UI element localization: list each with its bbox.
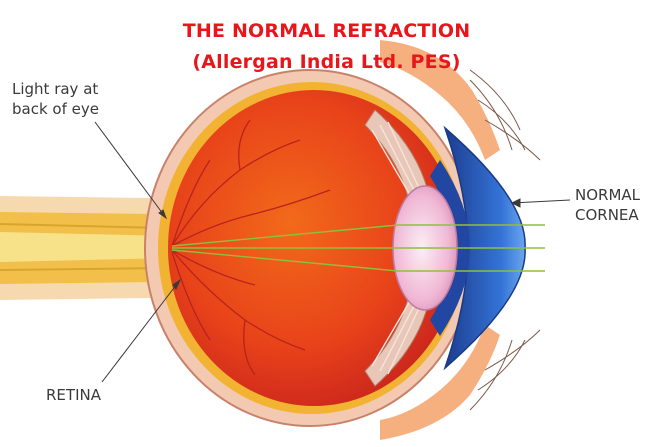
label-cornea: CORNEA bbox=[575, 205, 640, 225]
label-light-ray-line1: Light ray at bbox=[12, 79, 99, 99]
label-light-ray: Light ray at back of eye bbox=[12, 79, 99, 119]
label-normal: NORMAL bbox=[575, 185, 640, 205]
label-light-ray-line2: back of eye bbox=[12, 99, 99, 119]
label-retina: RETINA bbox=[46, 385, 101, 405]
title-line2: (Allergan India Ltd. PES) bbox=[0, 51, 653, 73]
title-line1: THE NORMAL REFRACTION bbox=[0, 20, 653, 42]
pointer-cornea bbox=[512, 200, 570, 203]
label-normal-cornea: NORMAL CORNEA bbox=[575, 185, 640, 225]
